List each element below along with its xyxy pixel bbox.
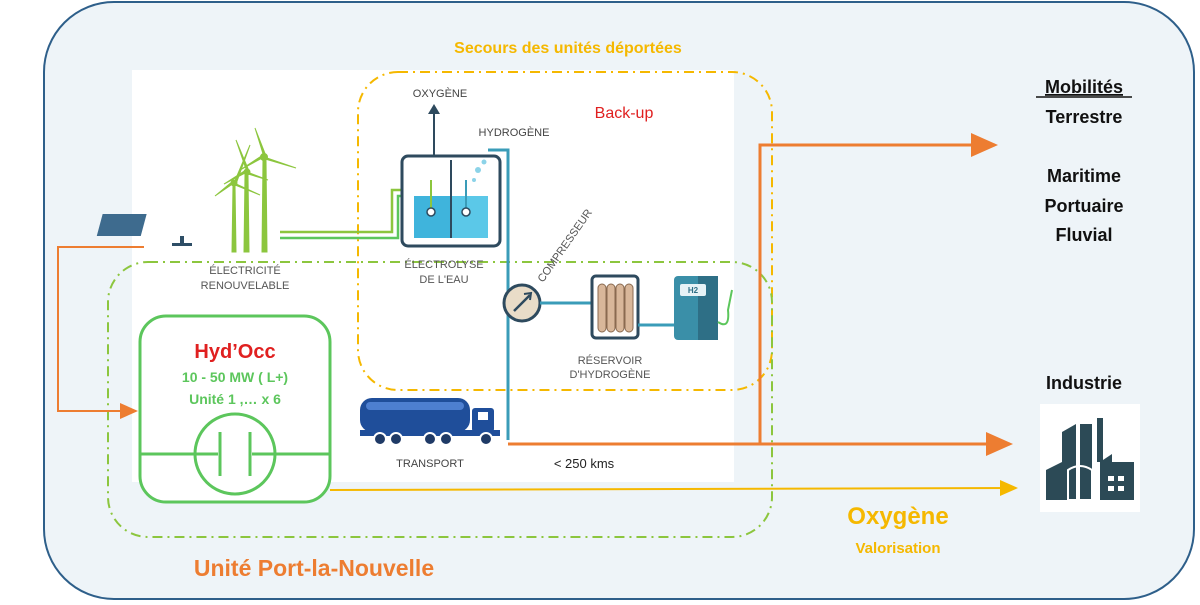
industrie-label: Industrie <box>1046 373 1122 393</box>
maritime-label: Maritime <box>1047 166 1121 186</box>
reservoir-label-2: D'HYDROGÈNE <box>570 368 651 381</box>
terrestre-label: Terrestre <box>1046 107 1123 127</box>
compressor-icon <box>502 283 542 323</box>
hydocc-units: Unité 1 ,… x 6 <box>189 391 281 407</box>
hydrogen-to-mobility-line <box>758 133 998 444</box>
transport-label: TRANSPORT <box>396 458 464 470</box>
hydocc-power: 10 - 50 MW ( L+) <box>182 369 288 385</box>
unit-name-label: Unité Port-la-Nouvelle <box>194 555 434 581</box>
secours-label: Secours des unités déportées <box>454 40 682 57</box>
hydocc-title: Hyd’Occ <box>194 341 275 363</box>
grid-feed-line <box>57 246 144 419</box>
hydrogen-pipe <box>488 148 510 440</box>
fluvial-label: Fluvial <box>1055 225 1112 245</box>
h2-label: H2 <box>688 286 699 295</box>
oxygene-valorisation-title: Oxygène <box>847 503 948 530</box>
portuaire-label: Portuaire <box>1044 196 1123 216</box>
hydrogene-label: HYDROGÈNE <box>479 126 550 139</box>
reservoir-label-1: RÉSERVOIR <box>578 354 643 367</box>
oxygene-top-label: OXYGÈNE <box>413 87 467 100</box>
oxygene-valorisation-sub: Valorisation <box>855 540 940 557</box>
port-la-nouvelle-zone <box>107 261 773 538</box>
wind-turbine-icon <box>214 127 297 253</box>
electricite-label-2: RENOUVELABLE <box>201 280 290 292</box>
hydocc-capacitor-icon <box>140 412 330 496</box>
truck-icon <box>360 398 500 446</box>
h2-dispenser-icon: H2 <box>674 276 733 340</box>
mobilites-label: Mobilités <box>1045 77 1123 97</box>
electrolyser-icon <box>400 154 502 248</box>
electricite-label-1: ÉLECTRICITÉ <box>209 264 281 277</box>
hydrogen-tank-icon <box>590 274 640 340</box>
electrolyse-label-1: ÉLECTROLYSE <box>404 258 483 271</box>
solar-panel-icon <box>96 213 205 246</box>
electrolyse-label-2: DE L'EAU <box>419 274 468 286</box>
factory-icon <box>1040 404 1140 512</box>
backup-label: Back-up <box>595 105 654 122</box>
oxygen-to-industry-line <box>329 480 1018 497</box>
oxygen-arrow-icon <box>428 104 440 114</box>
distance-label: < 250 kms <box>554 456 615 471</box>
